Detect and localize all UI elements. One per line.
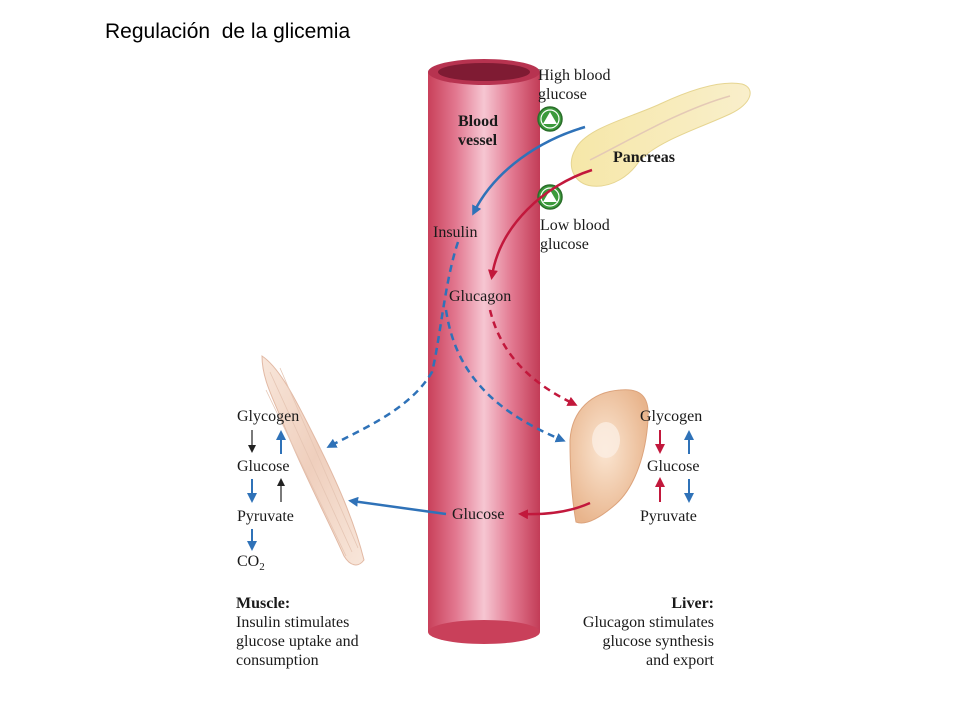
glucagon-label: Glucagon bbox=[449, 288, 511, 305]
liver-glycogen-label: Glycogen bbox=[640, 408, 702, 425]
muscle-pyruvate-label: Pyruvate bbox=[237, 508, 294, 525]
pancreas-organ bbox=[570, 82, 751, 187]
blood-vessel bbox=[428, 59, 540, 644]
liver-glucose-export-arrow bbox=[518, 501, 591, 520]
liver-organ bbox=[569, 389, 649, 524]
muscle-caption-title: Muscle: bbox=[236, 595, 290, 612]
liver-caption-line: Glucagon stimulates bbox=[583, 614, 714, 631]
muscle-co2-label: CO2 bbox=[237, 553, 265, 573]
high-blood-glucose-label: High blood bbox=[538, 67, 610, 84]
insulin-label: Insulin bbox=[433, 224, 477, 241]
liver-glucose-label: Glucose bbox=[647, 458, 699, 475]
glucose-to-muscle-arrow bbox=[348, 496, 447, 516]
high-blood-glucose-label: glucose bbox=[538, 86, 587, 103]
insulin-to-liver-arrow bbox=[444, 309, 566, 443]
pancreas-label: Pancreas bbox=[613, 149, 675, 166]
muscle-caption-line: consumption bbox=[236, 652, 319, 669]
up-triangle-sensor-icon bbox=[537, 184, 563, 210]
blood-vessel-label: Blood bbox=[458, 113, 498, 130]
up-triangle-sensor-icon bbox=[537, 106, 563, 132]
glucagon-to-liver-arrow bbox=[488, 309, 578, 406]
glucagon-release-arrow bbox=[487, 168, 593, 280]
insulin-release-arrow bbox=[472, 125, 586, 216]
liver-caption-line: glucose synthesis bbox=[602, 633, 714, 650]
low-blood-glucose-label: Low blood bbox=[540, 217, 610, 234]
muscle-glucose-label: Glucose bbox=[237, 458, 289, 475]
liver-pyruvate-label: Pyruvate bbox=[640, 508, 697, 525]
muscle-caption-line: glucose uptake and bbox=[236, 633, 359, 650]
liver-caption-title: Liver: bbox=[671, 595, 714, 612]
slide-title: Regulación de la glicemia bbox=[105, 20, 351, 43]
muscle-glycogen-label: Glycogen bbox=[237, 408, 299, 425]
blood-vessel-label: vessel bbox=[458, 132, 498, 149]
muscle-organ bbox=[261, 355, 365, 566]
liver-caption-line: and export bbox=[646, 652, 715, 669]
muscle-caption-line: Insulin stimulates bbox=[236, 614, 349, 631]
insulin-to-muscle-arrow bbox=[326, 241, 460, 448]
vessel-glucose-label: Glucose bbox=[452, 506, 504, 523]
low-blood-glucose-label: glucose bbox=[540, 236, 589, 253]
